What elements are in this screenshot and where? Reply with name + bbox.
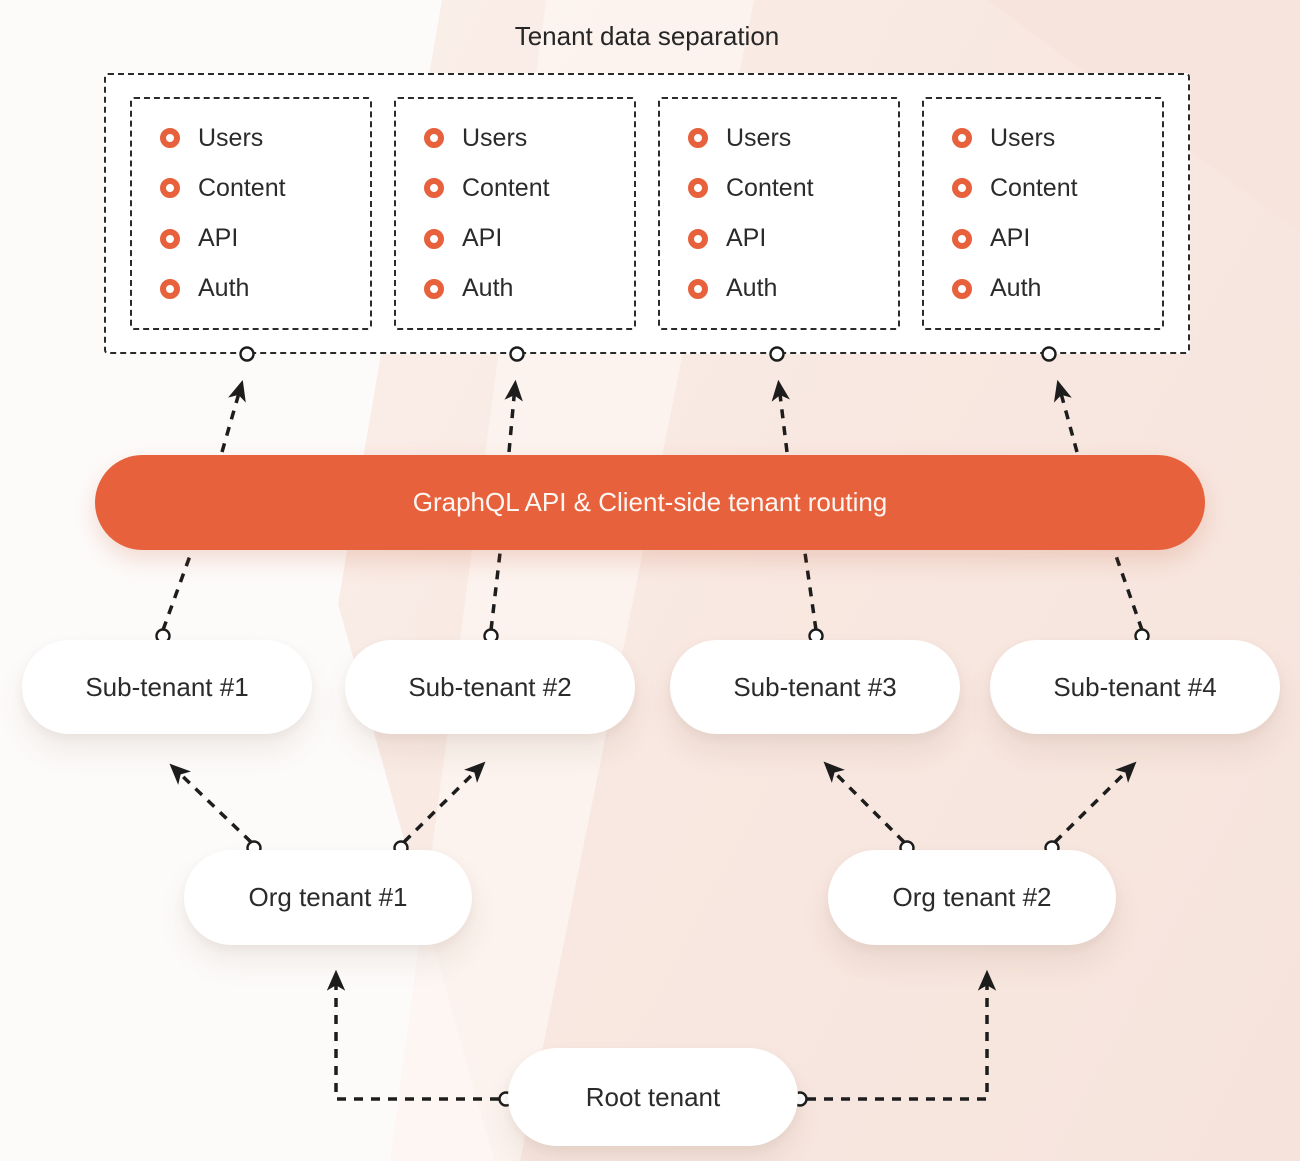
bullet-icon [952,228,972,249]
tenant-item-label: Auth [462,274,514,303]
tenant-item-label: Content [198,173,286,202]
bullet-icon [160,228,180,249]
bullet-icon [424,228,444,249]
diagram-title: Tenant data separation [514,21,780,51]
node-sub-tenant-1: Sub-tenant #1 [22,640,312,734]
tenant-box-4: Users Content API Auth [922,97,1164,330]
bullet-icon [160,128,180,149]
tenant-box-1: Users Content API Auth [130,97,372,330]
tenant-box-item: Auth [396,264,634,314]
tenant-item-label: Auth [990,274,1042,303]
node-root-tenant: Root tenant [508,1048,798,1146]
tenant-item-label: Users [462,123,528,152]
node-sub-tenant-4: Sub-tenant #4 [990,640,1280,734]
tenant-box-item: API [924,214,1162,264]
bullet-icon [952,278,972,299]
node-sub-tenant-3: Sub-tenant #3 [670,640,960,734]
tenant-data-separation-group: Users Content API Auth Users Conten [104,73,1190,354]
tenant-box-item: Users [660,113,898,163]
tenant-box-item: Auth [924,264,1162,314]
tenant-item-label: Content [726,173,814,202]
tenant-box-item: API [396,214,634,264]
tenant-box-item: Content [924,163,1162,213]
bullet-icon [160,178,180,199]
bullet-icon [688,128,708,149]
bullet-icon [688,278,708,299]
tenant-box-item: Users [924,113,1162,163]
node-org-tenant-2: Org tenant #2 [828,850,1116,945]
tenant-item-label: API [462,224,503,253]
arrow-banner-to-box-1 [220,379,246,453]
tenant-box-item: Users [132,113,370,163]
tenant-item-label: Users [990,123,1056,152]
tenant-box-3: Users Content API Auth [658,97,900,330]
arrow-org1-to-subtenant1 [169,763,253,844]
banner-label: GraphQL API & Client-side tenant routing [412,487,888,517]
tenant-item-label: API [726,224,767,253]
graphql-routing-banner: GraphQL API & Client-side tenant routing [95,455,1205,550]
bullet-icon [160,278,180,299]
line-subtenant1-to-banner [161,552,193,631]
bullet-icon [952,128,972,149]
bullet-icon [424,178,444,199]
bullet-icon [688,228,708,249]
tenant-item-label: Content [462,173,550,202]
tenant-box-item: Auth [132,264,370,314]
tenant-item-label: Auth [198,274,250,303]
tenant-box-item: Content [132,163,370,213]
tenant-box-item: Users [396,113,634,163]
tenant-box-item: Content [396,163,634,213]
tenant-box-item: API [132,214,370,264]
node-org-tenant-1: Org tenant #1 [184,850,472,945]
tenant-box-item: Auth [660,264,898,314]
bullet-icon [424,278,444,299]
tenant-item-label: Auth [726,274,778,303]
tenant-box-item: Content [660,163,898,213]
tenant-box-item: API [660,214,898,264]
tenant-box-2: Users Content API Auth [394,97,636,330]
bullet-icon [424,128,444,149]
bullet-icon [952,178,972,199]
tenant-item-label: Users [726,123,792,152]
tenant-item-label: API [990,224,1031,253]
tenant-item-label: Content [990,173,1078,202]
bullet-icon [688,178,708,199]
node-sub-tenant-2: Sub-tenant #2 [345,640,635,734]
tenant-item-label: Users [198,123,264,152]
tenant-item-label: API [198,224,239,253]
